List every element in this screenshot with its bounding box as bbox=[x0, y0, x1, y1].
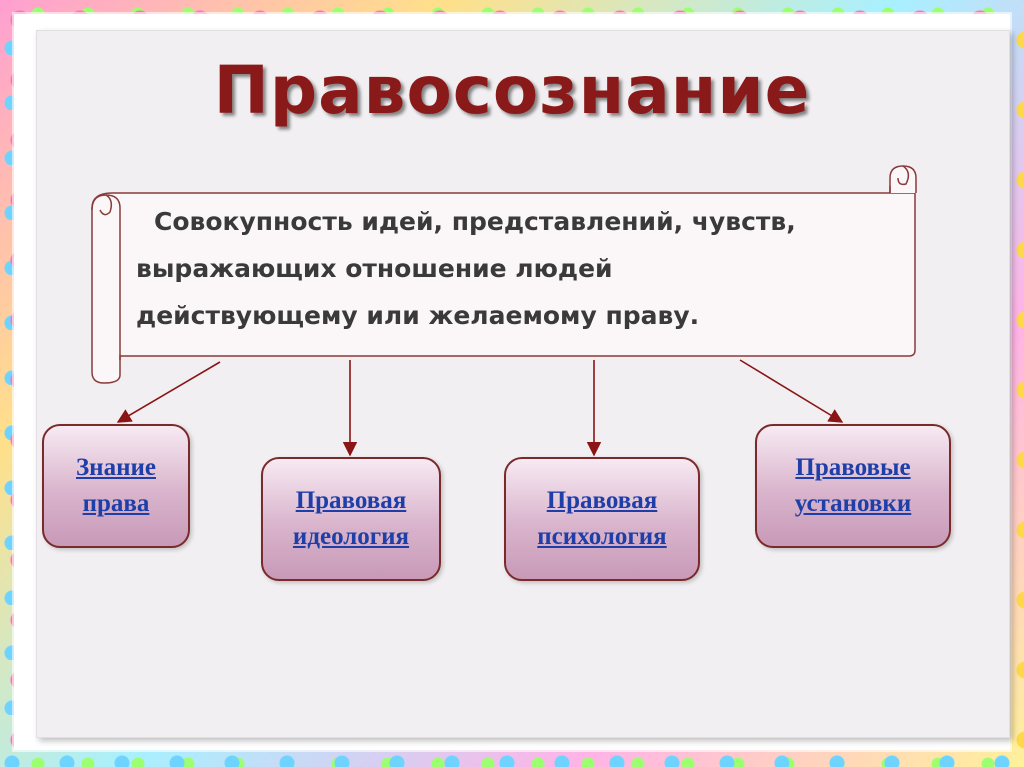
node-knowledge-of-law[interactable]: Знание права bbox=[42, 424, 190, 548]
node-psychology-line-2[interactable]: психология bbox=[537, 523, 667, 550]
node-psychology-line-1[interactable]: Правовая bbox=[546, 487, 658, 514]
node-legal-attitudes[interactable]: Правовые установки bbox=[755, 424, 951, 548]
definition-line-2: выражающих отношение людей bbox=[136, 254, 613, 283]
node-ideology-line-1[interactable]: Правовая bbox=[295, 487, 407, 514]
definition-line-3: действующему или желаемому праву. bbox=[136, 301, 700, 330]
node-ideology-line-2[interactable]: идеология bbox=[292, 523, 410, 550]
slide-content-area bbox=[36, 30, 1010, 738]
node-legal-psychology[interactable]: Правовая психология bbox=[504, 457, 700, 581]
node-legal-ideology[interactable]: Правовая идеология bbox=[261, 457, 441, 581]
slide-title: Правосознание bbox=[213, 52, 811, 129]
node-knowledge-line-2[interactable]: права bbox=[82, 490, 150, 517]
scroll-banner bbox=[91, 165, 917, 384]
arrow-to-knowledge bbox=[116, 361, 221, 423]
definition-line-1: Совокупность идей, представлений, чувств… bbox=[154, 207, 796, 236]
definition-text: Совокупность идей, представлений, чувств… bbox=[136, 198, 916, 339]
node-knowledge-line-1[interactable]: Знание bbox=[75, 454, 156, 481]
node-attitudes-line-2[interactable]: установки bbox=[794, 490, 912, 517]
arrow-to-attitudes bbox=[739, 359, 844, 423]
node-attitudes-line-1[interactable]: Правовые bbox=[795, 454, 911, 481]
